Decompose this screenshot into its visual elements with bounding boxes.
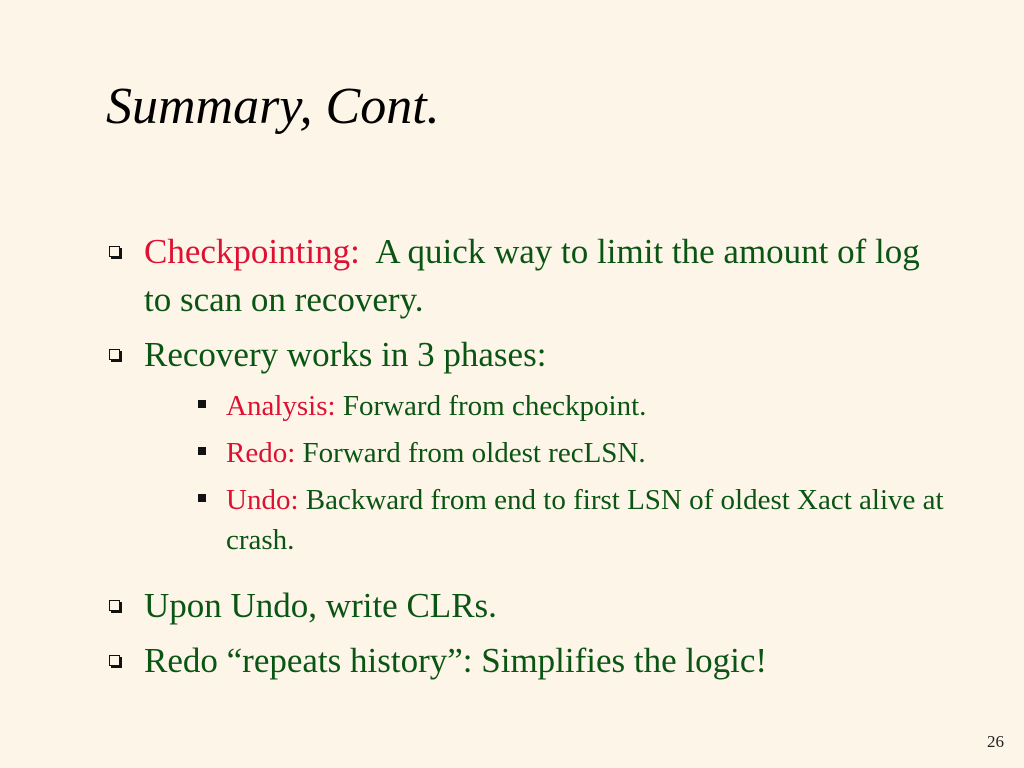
hollow-square-bullet-icon <box>109 349 120 360</box>
hollow-square-bullet-icon <box>109 655 120 666</box>
sub-bullet-text: Forward from oldest recLSN. <box>302 437 646 469</box>
slide-title: Summary, Cont. <box>106 78 440 135</box>
bullet-text: Upon Undo, write CLRs. <box>144 586 497 625</box>
page-number: 26 <box>987 732 1004 751</box>
bullet-term: Checkpointing: <box>144 232 360 271</box>
sub-bullet-analysis: Analysis: Forward from checkpoint. <box>190 386 960 426</box>
bullet-list: Checkpointing: A quick way to limit the … <box>106 228 944 692</box>
filled-square-bullet-icon <box>198 447 206 455</box>
bullet-item-redo-history: Redo “repeats history”: Simplifies the l… <box>106 637 936 685</box>
bullet-text: A quick way to limit the amount of log t… <box>144 232 920 319</box>
sub-bullet-term: Redo: <box>226 437 296 469</box>
sub-bullet-text: Backward from end to first LSN of oldest… <box>226 484 944 556</box>
bullet-item-undo-clrs: Upon Undo, write CLRs. <box>106 582 936 630</box>
sub-bullet-text: Forward from checkpoint. <box>342 390 647 422</box>
sub-bullet-undo: Undo: Backward from end to first LSN of … <box>190 480 960 560</box>
sub-bullet-redo: Redo: Forward from oldest recLSN. <box>190 433 960 473</box>
hollow-square-bullet-icon <box>109 600 120 611</box>
bullet-item-recovery-phases: Recovery works in 3 phases: Analysis: Fo… <box>106 331 944 560</box>
sub-bullet-term: Undo: <box>226 484 299 516</box>
bullet-text: Recovery works in 3 phases: <box>144 335 547 374</box>
filled-square-bullet-icon <box>198 494 206 502</box>
bullet-text: Redo “repeats history”: Simplifies the l… <box>144 641 768 680</box>
filled-square-bullet-icon <box>198 400 206 408</box>
sub-bullet-term: Analysis: <box>226 390 336 422</box>
sub-bullet-list: Analysis: Forward from checkpoint. Redo:… <box>190 386 960 560</box>
hollow-square-bullet-icon <box>109 246 120 257</box>
bullet-item-checkpointing: Checkpointing: A quick way to limit the … <box>106 228 936 324</box>
